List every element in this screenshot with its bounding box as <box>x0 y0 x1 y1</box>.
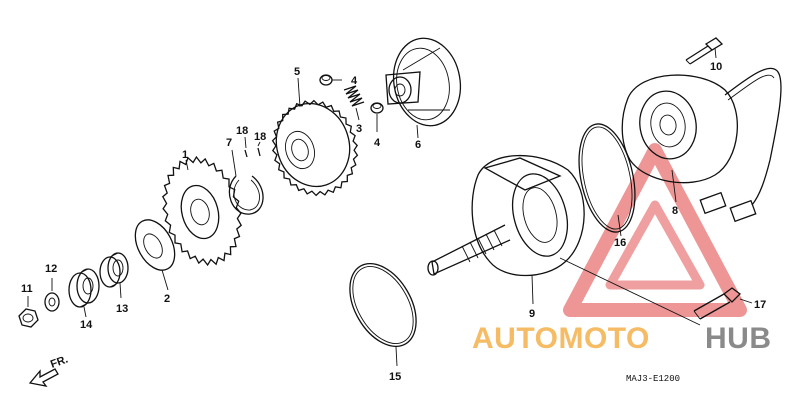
part-14-bearing <box>68 268 100 318</box>
part-2-plate <box>134 219 176 291</box>
part-11-nut <box>18 296 39 328</box>
front-direction-arrow-icon: FR. <box>28 353 70 387</box>
watermark-logo: AUTOMOTO HUB <box>472 322 772 355</box>
callout-3: 3 <box>356 123 362 135</box>
callout-14: 14 <box>80 319 93 331</box>
callout-18-left: 18 <box>236 125 248 137</box>
watermark-text-main: AUTOMOTO <box>472 322 650 355</box>
part-4-caps <box>319 74 384 132</box>
part-9-output-housing <box>427 154 701 326</box>
part-15-o-ring <box>349 262 417 367</box>
callout-15: 15 <box>389 371 401 383</box>
part-17-bolt <box>693 287 753 320</box>
callout-16: 16 <box>614 237 626 249</box>
callout-5: 5 <box>294 66 300 78</box>
part-10-bolt <box>685 37 724 65</box>
watermark-text-alt: HUB <box>705 322 772 355</box>
callout-17: 17 <box>754 299 766 311</box>
part-6-clutch-housing <box>385 37 462 139</box>
front-label: FR. <box>49 353 70 370</box>
callout-12: 12 <box>45 263 57 275</box>
part-5-clutch-gear <box>271 77 359 197</box>
callout-9: 9 <box>529 308 535 320</box>
callout-4-bottom: 4 <box>374 137 381 149</box>
callout-8: 8 <box>672 205 678 217</box>
part-16-o-ring <box>578 123 636 237</box>
callout-18-right: 18 <box>254 131 266 143</box>
part-18-pins <box>244 136 261 158</box>
callout-7: 7 <box>226 137 232 149</box>
callout-13: 13 <box>116 303 128 315</box>
part-12-washer <box>44 278 60 312</box>
callout-6: 6 <box>415 139 421 151</box>
part-1-sprocket <box>161 155 243 267</box>
callout-4-top: 4 <box>351 75 358 87</box>
part-8-generator-cover <box>621 67 782 223</box>
part-3-spring <box>343 85 365 121</box>
callout-10: 10 <box>710 61 722 73</box>
callout-11: 11 <box>21 283 33 295</box>
part-7-snap-ring <box>228 149 264 215</box>
part-13-collar <box>99 252 129 299</box>
watermark-triangle-icon <box>563 143 747 317</box>
callout-2: 2 <box>164 293 170 305</box>
callout-1: 1 <box>182 149 188 161</box>
diagram-code: MAJ3-E1200 <box>626 374 680 384</box>
